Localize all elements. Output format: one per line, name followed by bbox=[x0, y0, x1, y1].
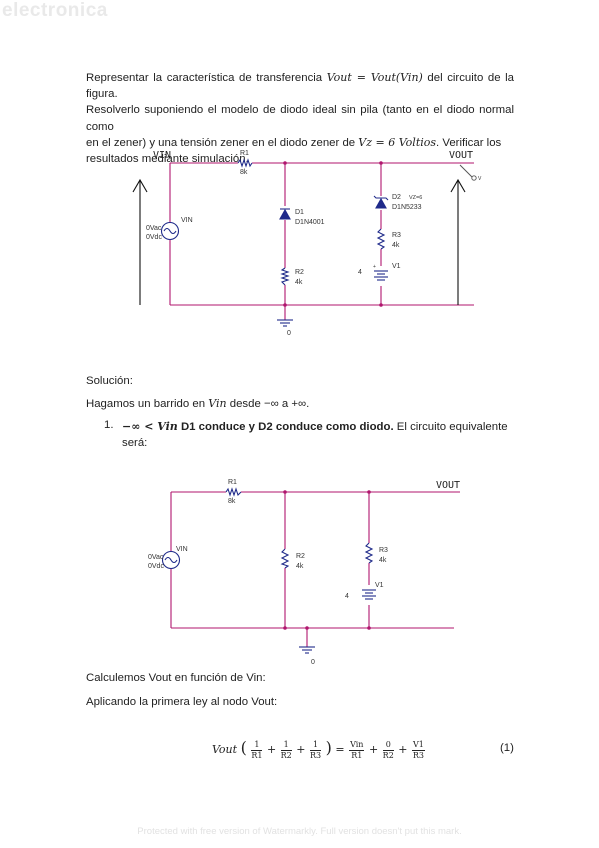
source-vac: 0Vac bbox=[146, 225, 162, 232]
r2-value: 4k bbox=[295, 279, 303, 286]
problem-line-4: resultados mediante simulación. bbox=[86, 153, 249, 166]
r1-name-2: R1 bbox=[228, 479, 237, 486]
ground-label: 0 bbox=[287, 330, 291, 337]
vin-node-label: VIN bbox=[153, 150, 171, 161]
v1-name-2: V1 bbox=[375, 582, 384, 589]
r1-value: 8k bbox=[240, 169, 248, 176]
vout-node-label: VOUT bbox=[449, 150, 473, 161]
r2-name: R2 bbox=[295, 269, 304, 276]
source-vdc-2: 0Vdc bbox=[148, 563, 164, 570]
source-name: VIN bbox=[181, 217, 193, 224]
math-vout-vin: Vout = Vout(Vin) bbox=[326, 71, 423, 84]
r3-name-2: R3 bbox=[379, 547, 388, 554]
ground-label-2: 0 bbox=[311, 659, 315, 666]
r1-name: R1 bbox=[240, 150, 249, 157]
d2-param: VZ=6 bbox=[409, 195, 422, 201]
r1-value-2: 8k bbox=[228, 498, 236, 505]
d1-name: D1 bbox=[295, 209, 304, 216]
d2-name: D2 bbox=[392, 194, 401, 201]
problem-line-3: en el zener) y una tensión zener en el d… bbox=[86, 135, 502, 149]
calc-sentence: Calculemos Vout en función de Vin: bbox=[86, 672, 266, 684]
list-item-1: −∞ < Vin D1 conduce y D2 conduce como di… bbox=[122, 420, 508, 449]
sweep-sentence: Hagamos un barrido en Vin desde −∞ a +∞. bbox=[86, 397, 310, 410]
problem-statement: Representar la característica de transfe… bbox=[86, 70, 514, 167]
svg-text:V: V bbox=[478, 176, 482, 182]
problem-line-2: Resolverlo suponiendo el modelo de diodo… bbox=[86, 104, 514, 133]
problem-line-1: Representar la característica de transfe… bbox=[86, 71, 514, 101]
r3-name: R3 bbox=[392, 232, 401, 239]
solution-heading: Solución: bbox=[86, 375, 133, 387]
v1-name: V1 bbox=[392, 263, 401, 270]
watermark-logo-text: electronica bbox=[2, 0, 108, 21]
vout-node-label-2: VOUT bbox=[436, 480, 460, 491]
d1-part: D1N4001 bbox=[295, 219, 325, 226]
v1-value-2: 4 bbox=[345, 593, 349, 600]
source-vac-2: 0Vac bbox=[148, 554, 164, 561]
svg-text:+: + bbox=[373, 264, 376, 270]
source-name-2: VIN bbox=[176, 546, 188, 553]
source-vdc: 0Vdc bbox=[146, 234, 162, 241]
law-sentence: Aplicando la primera ley al nodo Vout: bbox=[86, 696, 278, 708]
r2-name-2: R2 bbox=[296, 553, 305, 560]
r3-value-2: 4k bbox=[379, 557, 387, 564]
list-number: 1. bbox=[104, 419, 114, 431]
voltage-probe-icon: V bbox=[459, 164, 482, 182]
r2-value-2: 4k bbox=[296, 563, 304, 570]
r3-value: 4k bbox=[392, 242, 400, 249]
math-vz: Vz = 6 Voltios bbox=[358, 135, 437, 149]
footer-watermark: Protected with free version of Watermark… bbox=[137, 826, 462, 837]
d2-part: D1N5233 bbox=[392, 204, 422, 211]
equation-number: (1) bbox=[500, 742, 514, 754]
v1-value: 4 bbox=[358, 269, 362, 276]
